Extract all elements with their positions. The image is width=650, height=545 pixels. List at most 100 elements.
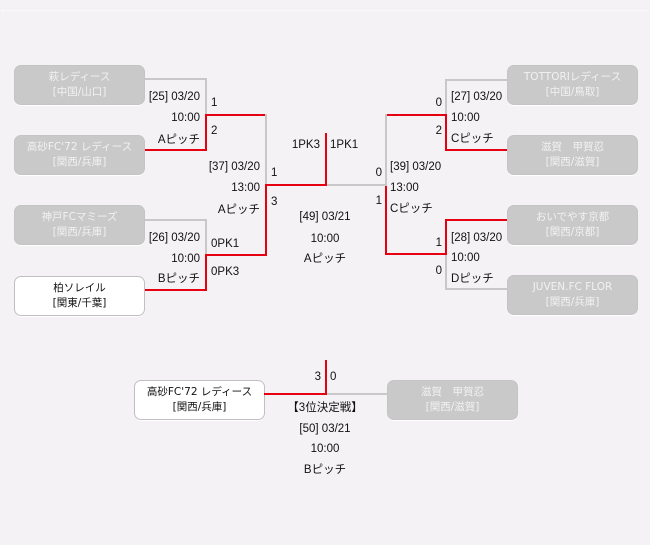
team-box[interactable]: TOTTORIレディース [中国/鳥取] — [507, 65, 638, 105]
team-region: [関西/兵庫] — [172, 401, 227, 413]
bracket-line-winner — [265, 184, 327, 186]
bracket-line-winner — [264, 393, 327, 395]
bracket-line — [145, 219, 207, 221]
bracket-line-winner — [205, 114, 207, 151]
bracket-line — [205, 219, 207, 255]
match-number-date: [26] 03/20 — [148, 232, 200, 244]
match-pitch: Bピッチ — [303, 464, 347, 476]
bracket-line-winner — [385, 184, 387, 255]
team-name: 高砂FC'72 レディース — [146, 386, 253, 398]
bracket-line — [385, 114, 387, 185]
champion-line — [325, 133, 327, 186]
bracket-line — [205, 78, 207, 115]
score: 0 — [435, 97, 442, 109]
third-score-right: 0 — [330, 371, 337, 383]
match-time: 10:00 — [310, 233, 340, 245]
team-name: 滋賀 甲賀忍 — [541, 141, 604, 153]
bracket-line — [445, 288, 507, 290]
team-box[interactable]: 滋賀 甲賀忍 [関西/滋賀] — [507, 135, 638, 175]
bracket-line-winner — [145, 289, 207, 291]
top-divider — [2, 10, 648, 11]
score: 1 — [211, 97, 218, 109]
score: 0 — [375, 167, 382, 179]
score: 0PK1 — [211, 238, 240, 250]
bracket-line — [327, 184, 387, 186]
bracket-line — [327, 393, 387, 395]
bracket-line-winner — [205, 114, 267, 116]
match-pitch: Aピッチ — [217, 204, 260, 216]
score: 1 — [375, 195, 382, 207]
bracket-line-winner — [385, 253, 447, 255]
bracket-line-winner — [325, 360, 327, 395]
match-pitch: Bピッチ — [157, 273, 200, 285]
team-name: 萩レディース — [48, 71, 111, 83]
team-name: JUVEN.FC FLOR — [532, 281, 613, 293]
bracket-line — [145, 78, 207, 80]
bracket-line-winner — [205, 254, 207, 291]
team-name: 柏ソレイル — [53, 282, 106, 294]
bracket-line — [265, 114, 267, 185]
score: 1 — [271, 167, 278, 179]
match-number-date: [28] 03/20 — [451, 232, 503, 244]
score: 1 — [435, 237, 442, 249]
match-time: 13:00 — [390, 182, 419, 194]
bracket-line — [445, 79, 447, 115]
score: 3 — [271, 196, 278, 208]
team-name: 神戸FCマミーズ — [41, 211, 118, 223]
final-score-right: 1PK1 — [330, 139, 359, 151]
bracket-line-winner — [385, 114, 447, 116]
match-number-date: [27] 03/20 — [451, 91, 503, 103]
team-region: [関西/京都] — [545, 226, 600, 238]
bracket-line — [445, 254, 447, 290]
team-region: [関東/千葉] — [52, 297, 107, 309]
match-time: 10:00 — [451, 112, 480, 124]
match-number-date: [37] 03/20 — [208, 161, 260, 173]
match-pitch: Aピッチ — [303, 253, 347, 265]
bracket-line-winner — [445, 149, 507, 151]
match-time: 10:00 — [451, 252, 480, 264]
bracket-line-winner — [145, 149, 207, 151]
team-region: [関西/兵庫] — [52, 156, 107, 168]
team-region: [関西/兵庫] — [52, 226, 107, 238]
bracket-line-winner — [445, 114, 447, 151]
team-box[interactable]: 萩レディース [中国/山口] — [14, 65, 145, 105]
match-pitch: Dピッチ — [451, 273, 494, 285]
team-name: TOTTORIレディース — [523, 71, 622, 83]
match-number-date: [39] 03/20 — [390, 161, 442, 173]
match-number-date: [25] 03/20 — [148, 91, 200, 103]
team-box[interactable]: 高砂FC'72 レディース [関西/兵庫] — [134, 380, 265, 420]
team-region: [関西/滋賀] — [425, 401, 480, 413]
bracket-line-winner — [445, 219, 507, 221]
match-time: 10:00 — [171, 253, 200, 265]
match-pitch: Cピッチ — [451, 133, 494, 145]
team-box[interactable]: 高砂FC'72 レディース [関西/兵庫] — [14, 135, 145, 175]
team-region: [関西/滋賀] — [545, 156, 600, 168]
team-box[interactable]: 滋賀 甲賀忍 [関西/滋賀] — [387, 380, 518, 420]
score: 2 — [435, 125, 442, 137]
bracket-line-winner — [205, 254, 267, 256]
score: 0PK3 — [211, 266, 240, 278]
team-box[interactable]: 神戸FCマミーズ [関西/兵庫] — [14, 205, 145, 245]
team-name: おいでやす京都 — [535, 211, 610, 223]
score: 0 — [435, 265, 442, 277]
third-score-left: 3 — [314, 371, 321, 383]
match-number-date: [50] 03/21 — [299, 423, 351, 435]
bracket-line-winner — [265, 184, 267, 256]
team-box[interactable]: おいでやす京都 [関西/京都] — [507, 205, 638, 245]
team-region: [中国/鳥取] — [545, 86, 600, 98]
score: 2 — [211, 125, 218, 137]
match-number-date: [49] 03/21 — [299, 211, 351, 223]
bracket-line — [445, 79, 507, 81]
bracket-line-winner — [445, 219, 447, 255]
team-name: 滋賀 甲賀忍 — [421, 386, 484, 398]
match-time: 10:00 — [171, 112, 200, 124]
match-pitch: Cピッチ — [390, 203, 433, 215]
team-name: 高砂FC'72 レディース — [26, 141, 133, 153]
match-time: 13:00 — [231, 182, 260, 194]
team-box[interactable]: 柏ソレイル [関東/千葉] — [14, 276, 145, 316]
team-box[interactable]: JUVEN.FC FLOR [関西/兵庫] — [507, 275, 638, 315]
match-time: 10:00 — [310, 443, 340, 455]
third-place-title: 【3位決定戦】 — [287, 402, 363, 414]
final-score-left: 1PK3 — [291, 139, 320, 151]
team-region: [関西/兵庫] — [545, 296, 600, 308]
